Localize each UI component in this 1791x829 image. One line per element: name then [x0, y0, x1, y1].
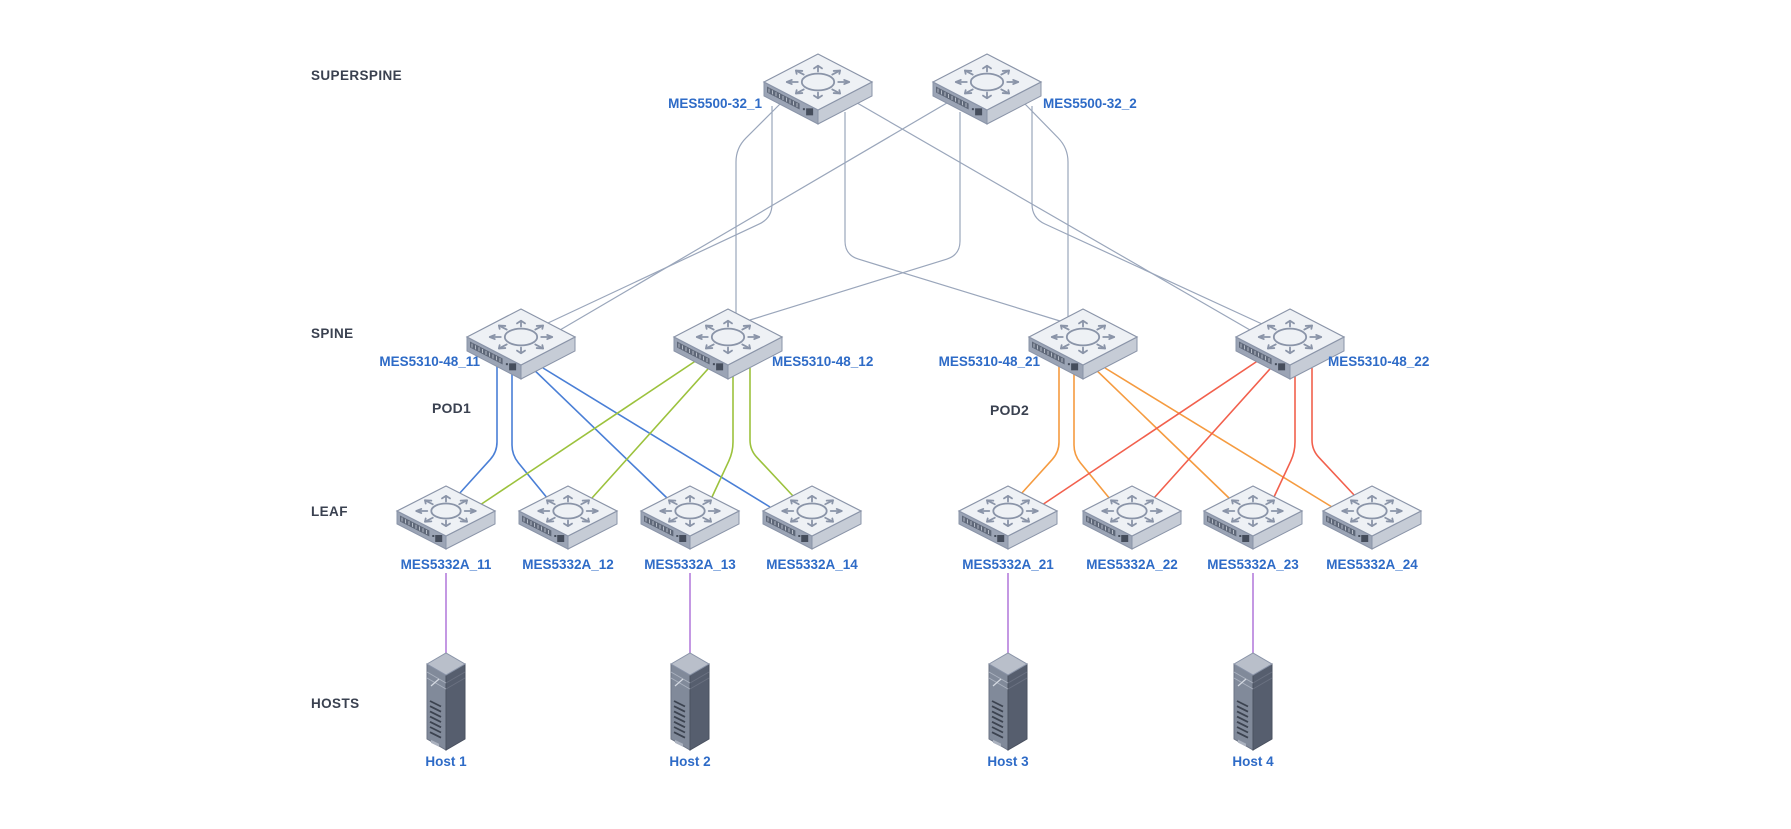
link-ss2-sp22: [1031, 106, 1263, 325]
link-sp12-lf14: [749, 368, 794, 497]
switch-icon-sp11: [465, 308, 577, 380]
link-sp21-lf22: [1073, 360, 1111, 500]
switch-icon-ss2: [931, 53, 1043, 125]
layer-label-hosts: HOSTS: [311, 696, 360, 711]
link-sp11-lf12: [511, 360, 549, 500]
node-label-lf24: MES5332A_24: [1326, 557, 1418, 572]
node-label-lf11: MES5332A_11: [400, 557, 492, 572]
server-tower-icon-h1: [426, 652, 466, 751]
switch-icon-lf13: [639, 485, 741, 550]
switch-icon-lf21: [957, 485, 1059, 550]
link-sp22-lf22: [1153, 359, 1279, 499]
switch-icon-lf12: [517, 485, 619, 550]
node-label-lf12: MES5332A_12: [522, 557, 614, 572]
link-ss1-sp22: [851, 99, 1251, 331]
link-ss2-sp11: [559, 99, 953, 331]
switch-icon-lf11: [395, 485, 497, 550]
server-tower-icon-h3: [988, 652, 1028, 751]
link-ss2-sp21: [1024, 103, 1069, 320]
pod2-label: POD2: [990, 402, 1029, 418]
link-sp11-lf13: [527, 363, 668, 499]
layer-label-superspine: SUPERSPINE: [311, 68, 403, 83]
link-ss1-sp12: [735, 103, 781, 318]
node-label-sp21: MES5310-48_21: [938, 354, 1040, 369]
node-label-ss2: MES5500-32_2: [1043, 96, 1137, 111]
node-label-h4: Host 4: [1232, 754, 1274, 769]
node-label-lf14: MES5332A_14: [766, 557, 858, 572]
switch-icon-sp21: [1027, 308, 1139, 380]
node-label-sp12: MES5310-48_12: [772, 354, 874, 369]
link-sp11-lf11: [458, 356, 498, 495]
link-sp22-lf23: [1273, 364, 1296, 498]
link-ss1-sp11: [547, 106, 773, 324]
link-sp22-lf21: [1041, 355, 1266, 506]
node-label-lf21: MES5332A_21: [962, 557, 1054, 572]
switch-icon-sp12: [672, 308, 784, 380]
server-tower-icon-h4: [1233, 652, 1273, 751]
link-sp12-lf13: [711, 364, 734, 498]
switch-icon-sp22: [1234, 308, 1346, 380]
link-sp11-lf14: [542, 367, 771, 508]
layer-label-leaf: LEAF: [311, 504, 348, 519]
switch-icon-ss1: [762, 53, 874, 125]
link-sp21-lf21: [1020, 356, 1060, 495]
node-label-lf23: MES5332A_23: [1207, 557, 1299, 572]
node-label-ss1: MES5500-32_1: [668, 96, 762, 111]
node-label-h2: Host 2: [669, 754, 711, 769]
layer-label-spine: SPINE: [311, 326, 354, 341]
link-sp21-lf24: [1104, 367, 1333, 508]
link-sp22-lf24: [1311, 368, 1356, 497]
switch-icon-lf22: [1081, 485, 1183, 550]
pod1-label: POD1: [432, 400, 471, 416]
link-ss2-sp12: [749, 112, 961, 321]
node-label-sp11: MES5310-48_11: [379, 354, 480, 369]
link-sp12-lf11: [479, 355, 704, 506]
node-label-sp22: MES5310-48_22: [1328, 354, 1430, 369]
node-label-lf13: MES5332A_13: [644, 557, 736, 572]
switch-icon-lf23: [1202, 485, 1304, 550]
switch-icon-lf14: [761, 485, 863, 550]
node-label-lf22: MES5332A_22: [1086, 557, 1178, 572]
server-tower-icon-h2: [670, 652, 710, 751]
node-label-h3: Host 3: [987, 754, 1029, 769]
link-sp12-lf12: [591, 359, 717, 499]
switch-icon-lf24: [1321, 485, 1423, 550]
node-label-h1: Host 1: [425, 754, 467, 769]
link-sp21-lf23: [1089, 363, 1230, 499]
link-ss1-sp21: [844, 112, 1061, 322]
